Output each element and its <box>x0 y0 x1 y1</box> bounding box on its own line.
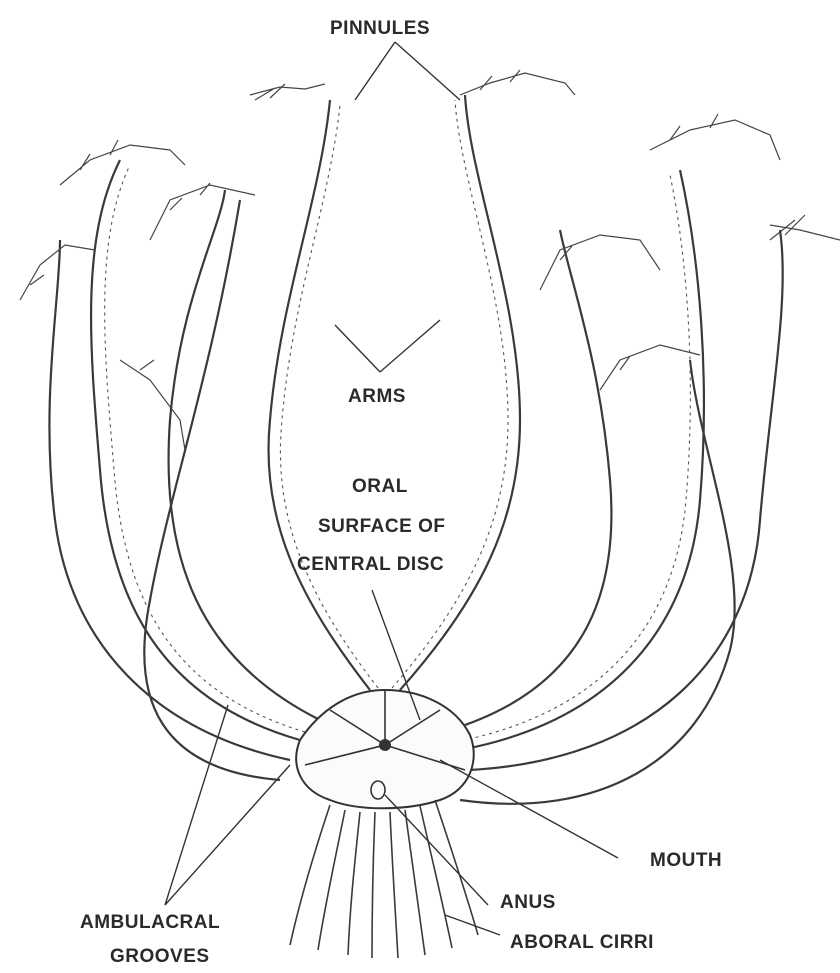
pinnule-tuft-3 <box>60 140 185 185</box>
label-ambulacral-line1: AMBULACRAL <box>80 912 220 933</box>
pinnule-tuft-4 <box>150 183 255 240</box>
arm-groove-right-2 <box>455 175 690 742</box>
pinnule-tuft-9 <box>600 345 700 390</box>
label-oral-line1: ORAL <box>352 476 408 497</box>
arm-right-4 <box>460 360 735 804</box>
arm-right-1 <box>450 230 611 730</box>
arm-groove-left-2 <box>105 165 305 732</box>
pinnule-tuft-1 <box>250 84 325 100</box>
label-oral-line2: SURFACE OF <box>318 516 445 537</box>
cirrus <box>290 805 330 945</box>
arm-center-right <box>400 95 520 690</box>
leader-ambulacral-grooves <box>165 705 290 905</box>
cirrus <box>372 812 375 958</box>
cirrus <box>420 806 452 948</box>
pinnule-tuft-7 <box>540 235 660 290</box>
leader-anus <box>385 795 488 905</box>
aboral-cirri <box>290 800 478 958</box>
arm-left-4 <box>144 200 280 780</box>
cirrus <box>390 812 398 958</box>
leader-pinnules <box>355 42 460 100</box>
pinnule-tuft-2 <box>460 70 575 95</box>
label-mouth: MOUTH <box>650 850 722 871</box>
labels-group: PINNULES ARMS ORAL SURFACE OF CENTRAL DI… <box>80 18 722 967</box>
central-disc <box>296 690 474 808</box>
leader-arms <box>335 320 440 372</box>
label-oral-line3: CENTRAL DISC <box>297 554 444 575</box>
label-pinnules: PINNULES <box>330 18 430 39</box>
label-arms: ARMS <box>348 386 406 407</box>
mouth-mark <box>379 739 391 751</box>
cirrus <box>405 810 425 955</box>
cirrus <box>348 812 360 955</box>
arm-right-3 <box>470 230 783 770</box>
leader-mouth <box>440 760 618 858</box>
pinnule-tuft-6 <box>650 114 780 160</box>
arm-left-1 <box>169 190 320 720</box>
label-ambulacral-line2: GROOVES <box>110 946 210 967</box>
label-anus: ANUS <box>500 892 556 913</box>
cirrus <box>435 800 478 935</box>
label-aboral-cirri: ABORAL CIRRI <box>510 932 654 953</box>
pinnules-group <box>20 70 840 450</box>
arm-groove-center-right <box>392 100 508 688</box>
